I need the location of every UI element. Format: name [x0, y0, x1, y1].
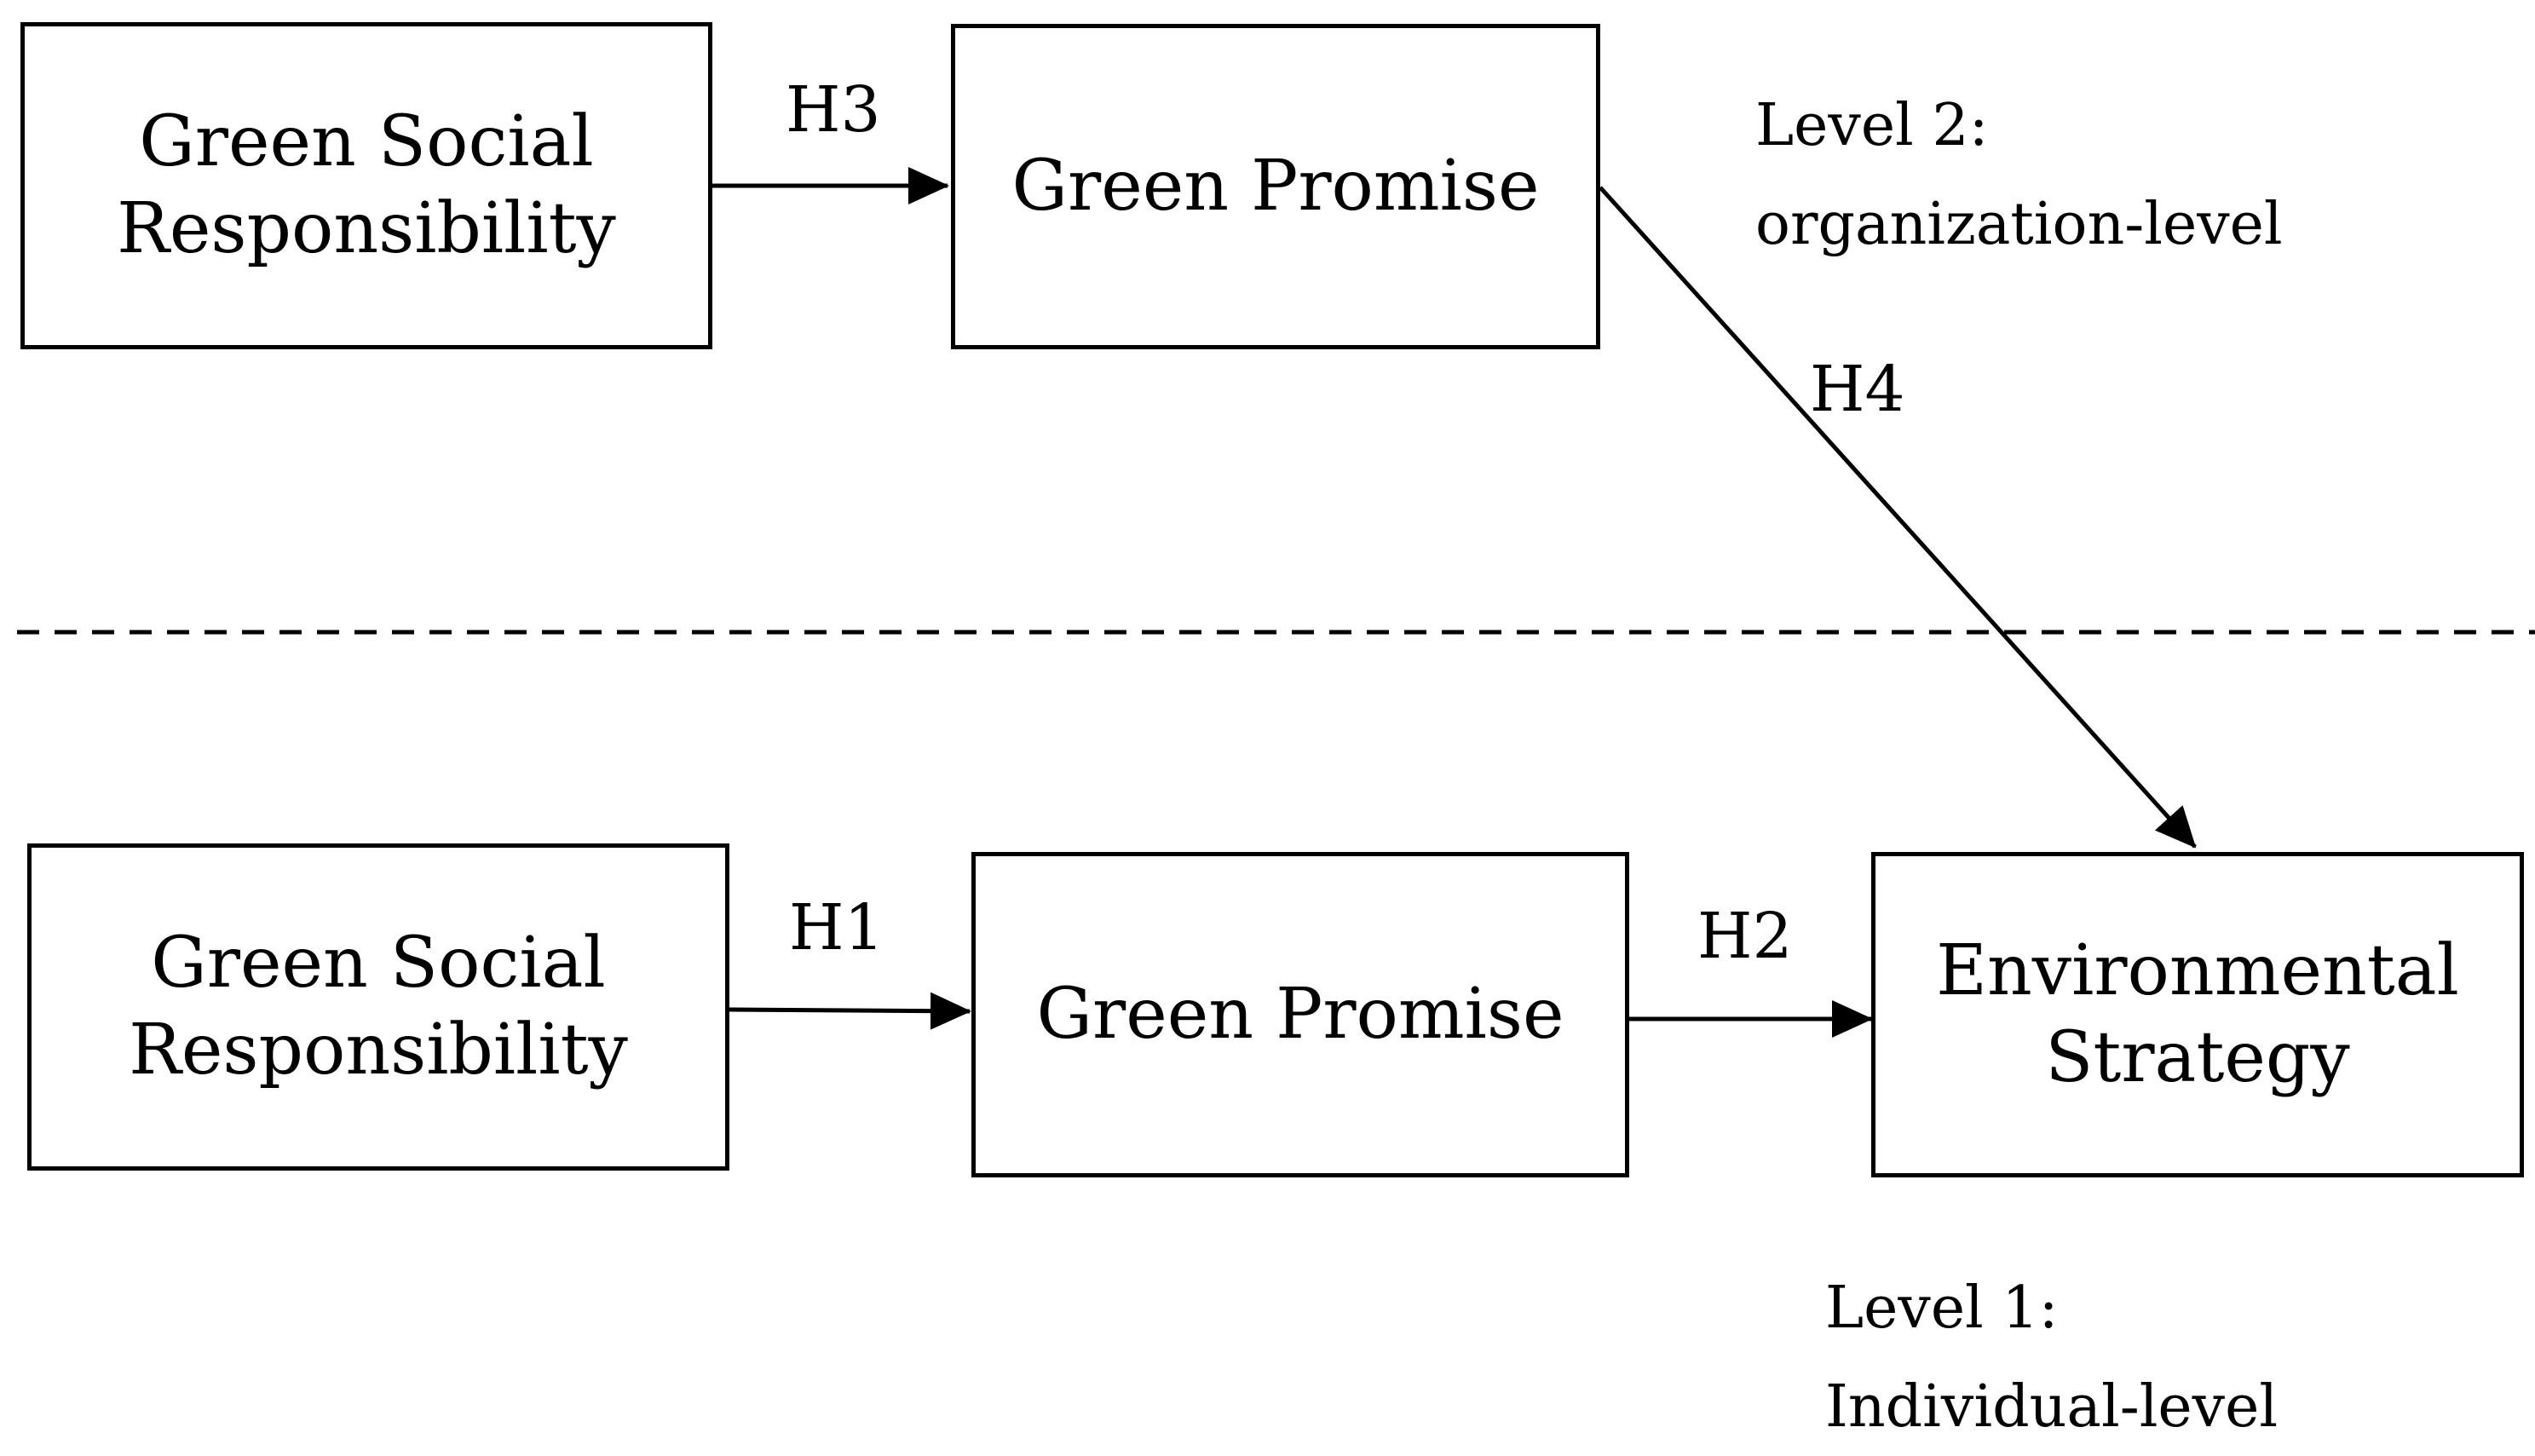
level2-gp-text: Green Promise	[1011, 145, 1540, 227]
level2-label: Level 2: organization-level	[1755, 77, 2283, 273]
arrow-h1	[729, 992, 971, 1030]
h2-label: H2	[1697, 900, 1793, 973]
level2-gsr-line2: Responsibility	[117, 188, 616, 269]
level1-gsr-line1: Green Social	[151, 922, 606, 1004]
level1-green-promise-box: Green Promise	[971, 852, 1629, 1177]
arrow-h4	[1599, 186, 2197, 849]
environmental-strategy-box: Environmental Strategy	[1871, 852, 2524, 1177]
level2-gsr-line1: Green Social	[139, 101, 594, 182]
level1-green-social-responsibility-box: Green Social Responsibility	[27, 843, 729, 1171]
es-line2: Strategy	[2045, 1017, 2350, 1098]
level1-label-line1: Level 1:	[1825, 1275, 2059, 1342]
h1-label: H1	[789, 891, 884, 964]
level2-label-line1: Level 2:	[1755, 92, 1989, 159]
es-line1: Environmental	[1936, 929, 2459, 1011]
level1-gp-text: Green Promise	[1036, 973, 1564, 1055]
level1-label: Level 1: Individual-level	[1825, 1259, 2278, 1456]
level2-green-promise-box: Green Promise	[951, 24, 1600, 349]
h3-label: H3	[786, 73, 881, 147]
level2-green-social-responsibility-box: Green Social Responsibility	[20, 22, 712, 349]
level1-gsr-line2: Responsibility	[129, 1010, 628, 1091]
level1-label-line2: Individual-level	[1825, 1373, 2279, 1441]
level2-label-line2: organization-level	[1755, 190, 2283, 258]
h4-label: H4	[1810, 353, 1905, 426]
